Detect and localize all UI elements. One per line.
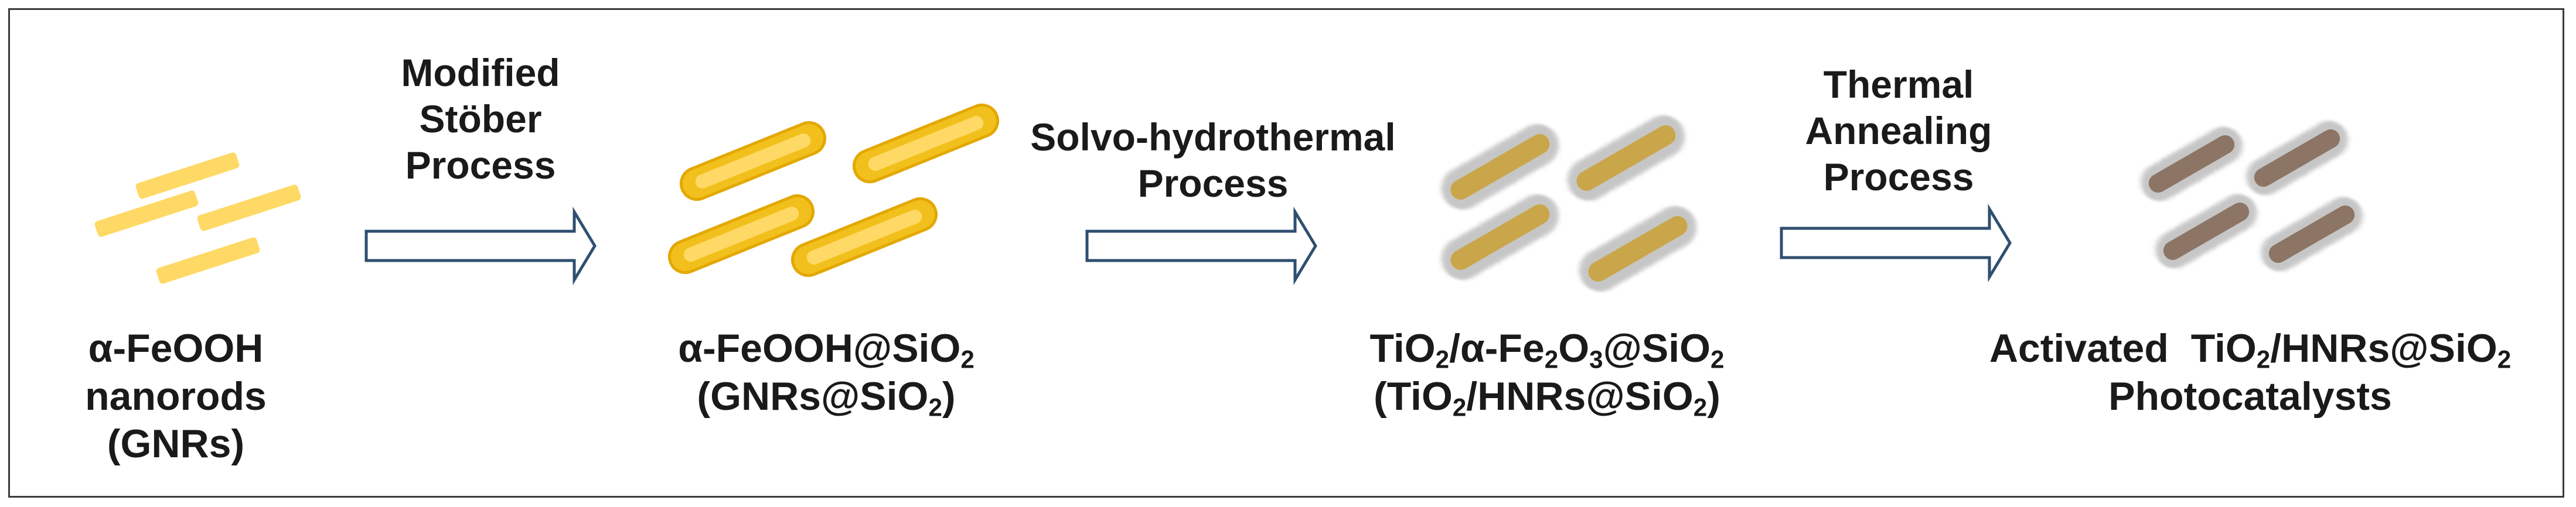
stage-label-line: Photocatalysts [2108, 374, 2392, 419]
stage-label-line: (GNRs) [107, 422, 245, 467]
step-label-line: Stöber [419, 97, 542, 141]
stage-label-line: nanorods [85, 374, 267, 419]
goethite-nanorods-icon [94, 152, 301, 284]
stage-label-gnrs: α-FeOOH nanorods (GNRs) [64, 325, 287, 468]
process-arrow-icon [364, 207, 597, 285]
stage-label-line: (GNRs@SiO2) [697, 374, 956, 422]
diagram-frame [8, 8, 2564, 498]
stage-label-line: (TiO2/HNRs@SiO2) [1374, 374, 1720, 422]
step-label-line: Modified [401, 51, 560, 94]
step-label-line: Process [1823, 155, 1974, 199]
stage-label-line: α-FeOOH [88, 326, 264, 371]
stage-label-photocatalysts: Activated TiO2/HNRs@SiO2 Photocatalysts [1945, 325, 2555, 420]
stage-label-tio2-hnrs-sio2: TiO2/α-Fe2O3@SiO2 (TiO2/HNRs@SiO2) [1289, 325, 1805, 420]
step-label-line: Process [405, 143, 556, 187]
stage-label-line: α-FeOOH@SiO2 [678, 326, 974, 374]
step-label-stober: Modified Stöber Process [363, 50, 598, 189]
activated-photocatalyst-rods-icon [2141, 121, 2363, 272]
step-label-solvothermal: Solvo-hydrothermal Process [984, 114, 1442, 207]
step-label-line: Solvo-hydrothermal [1030, 115, 1396, 159]
step-label-annealing: Thermal Annealing Process [1781, 61, 2016, 201]
tio2-coated-rods-icon [1441, 115, 1697, 292]
step-label-line: Thermal [1823, 63, 1974, 106]
process-arrow-icon [1780, 204, 2012, 282]
stage-label-gnrs-sio2: α-FeOOH@SiO2 (GNRs@SiO2) [598, 325, 1055, 420]
step-label-line: Annealing [1805, 109, 1992, 153]
process-arrow-icon [1085, 207, 1317, 285]
stage-label-line: TiO2/α-Fe2O3@SiO2 [1369, 326, 1725, 374]
step-label-line: Process [1137, 162, 1289, 205]
stage-label-line: Activated TiO2/HNRs@SiO2 [1989, 326, 2512, 374]
silica-coated-nanorods-icon [668, 103, 999, 278]
